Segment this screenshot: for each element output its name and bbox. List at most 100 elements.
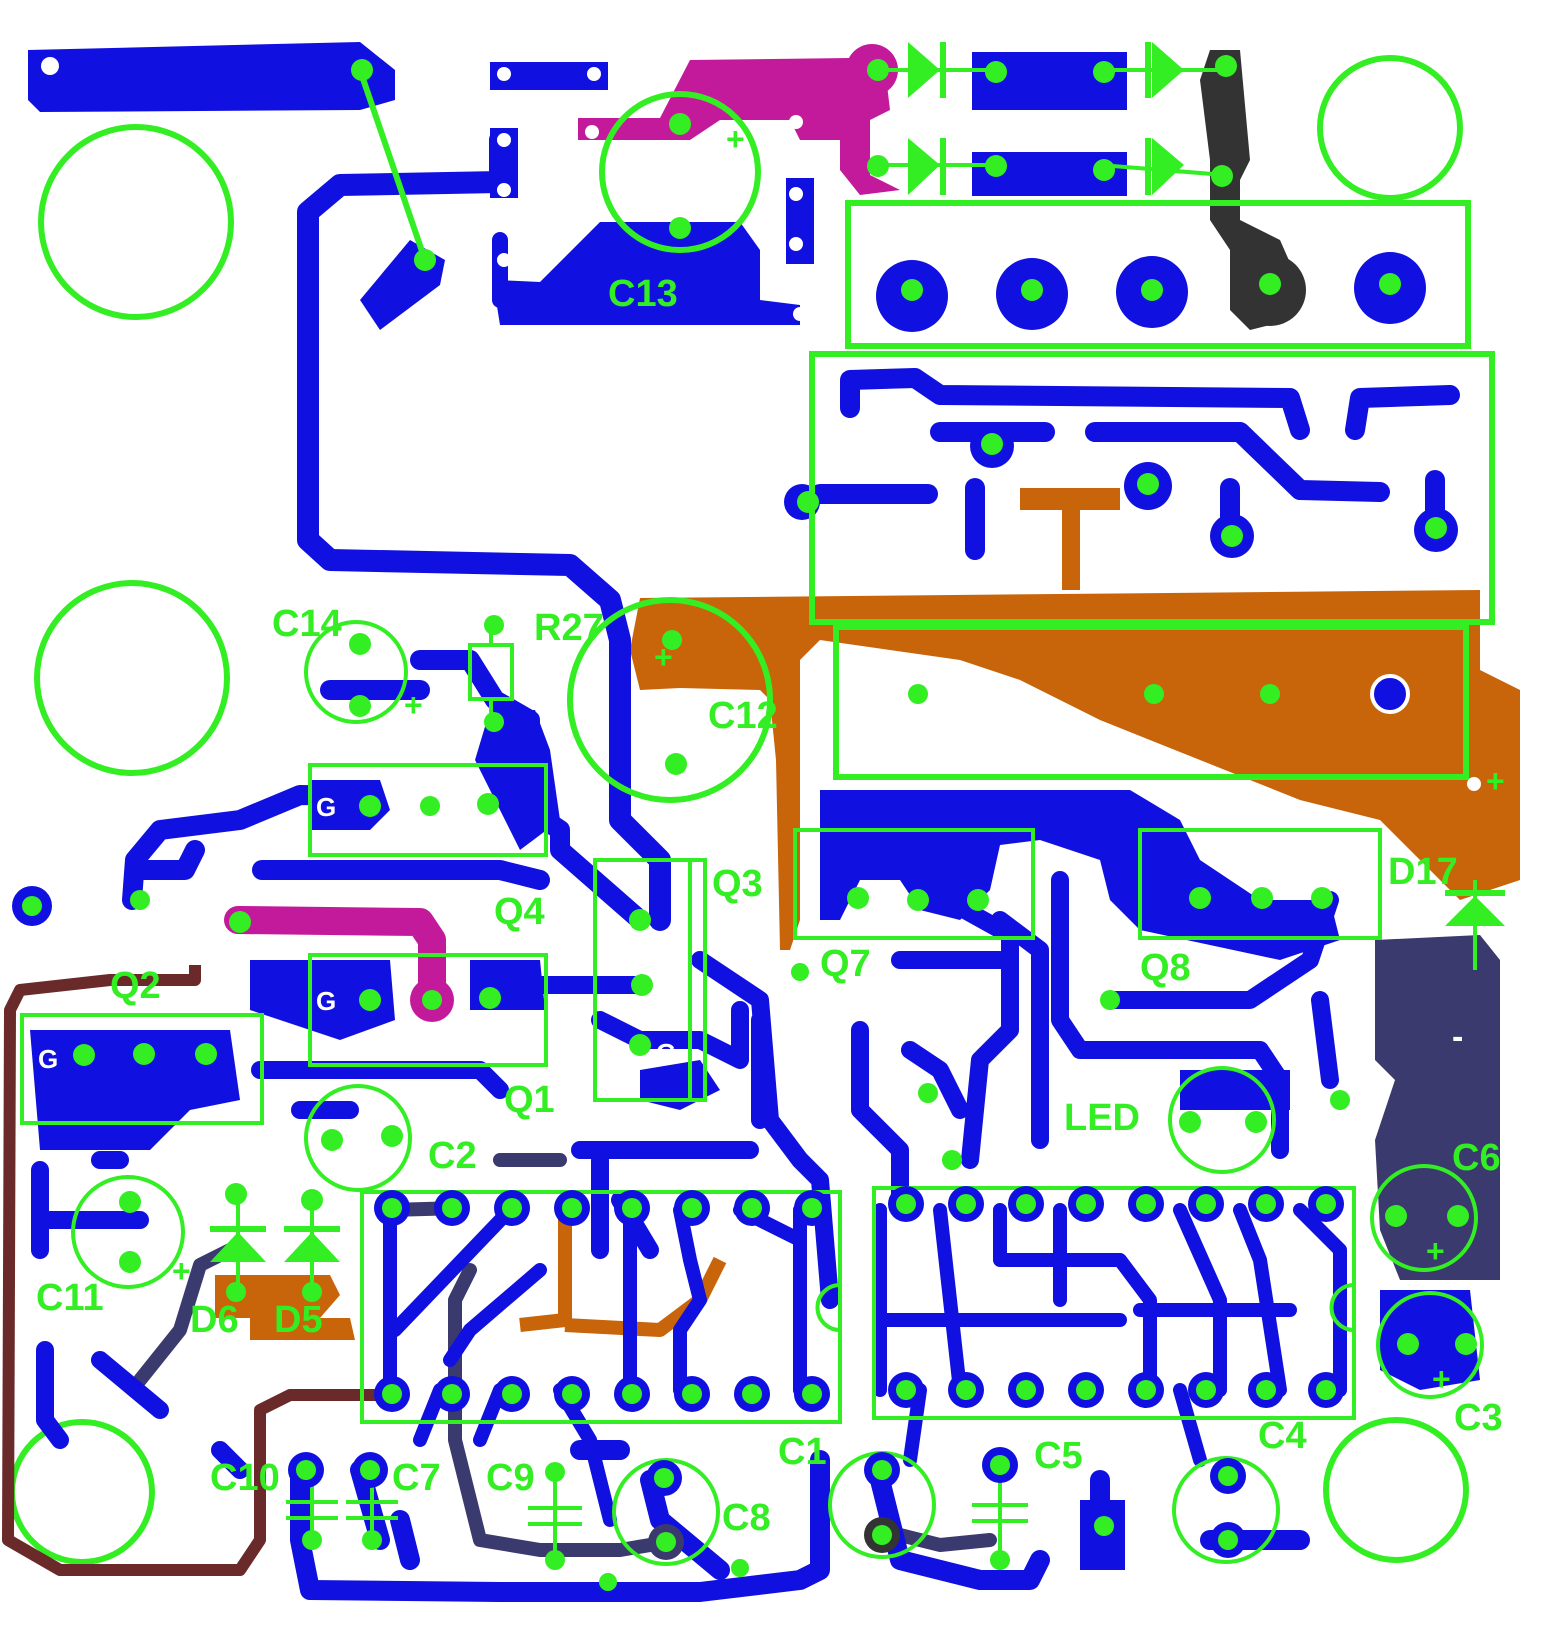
blue-bus-top-left <box>28 42 395 112</box>
q4-outline <box>308 763 548 857</box>
ic-pin <box>1256 1194 1276 1214</box>
pad <box>731 1559 749 1577</box>
pad <box>484 712 504 732</box>
label-d6: D6 <box>190 1299 239 1341</box>
pad <box>872 1460 892 1480</box>
label-c12: C12 <box>708 695 778 737</box>
pad <box>477 793 499 815</box>
ic-pin <box>1316 1194 1336 1214</box>
pad <box>130 890 150 910</box>
diode-bar <box>940 42 946 98</box>
magenta-trace-mid <box>224 906 446 1014</box>
pad <box>359 989 381 1011</box>
d17-diode <box>1445 880 1505 970</box>
pad <box>302 1530 322 1550</box>
plus-mark: + <box>172 1253 191 1289</box>
pad <box>907 889 929 911</box>
pad <box>789 237 803 251</box>
gate-mark-q4b: G <box>316 986 336 1016</box>
label-c1: C1 <box>778 1431 827 1473</box>
mounting-hole <box>9 1419 155 1565</box>
pad <box>629 909 651 931</box>
diode-symbol <box>908 138 940 195</box>
pad <box>985 61 1007 83</box>
pad <box>1370 674 1410 714</box>
pad <box>669 217 691 239</box>
pad <box>1093 61 1115 83</box>
pad <box>225 1183 247 1205</box>
blue-pad-q4g <box>310 780 390 830</box>
pad <box>867 59 889 81</box>
connector-outline <box>845 200 1471 349</box>
pad <box>195 1043 217 1065</box>
ic-pin <box>382 1384 402 1404</box>
pad <box>119 1191 141 1213</box>
pad <box>497 67 511 81</box>
gate-mark-q2: G <box>38 1044 58 1074</box>
pad <box>349 633 371 655</box>
pads <box>12 55 1481 1355</box>
pad <box>1021 279 1043 301</box>
label-c11: C11 <box>36 1277 104 1319</box>
ic-pin <box>802 1384 822 1404</box>
ic-pin <box>622 1198 642 1218</box>
pad <box>901 279 923 301</box>
silkscreen <box>20 42 1505 1566</box>
pad <box>497 133 511 147</box>
relay-outline <box>809 351 1495 625</box>
pad <box>1215 55 1237 77</box>
pad <box>362 1530 382 1550</box>
ic-pin <box>622 1384 642 1404</box>
label-c4: C4 <box>1258 1415 1307 1457</box>
label-q4: Q4 <box>494 891 545 933</box>
label-q7: Q7 <box>820 943 871 985</box>
orange-pour-heatsink <box>630 590 1520 950</box>
mounting-hole <box>38 124 234 320</box>
blue-pad-c3 <box>1380 1290 1480 1390</box>
pad <box>349 695 371 717</box>
diode-symbol <box>284 1232 340 1262</box>
blue-trace-left-loop <box>297 129 671 931</box>
ic-pin <box>562 1384 582 1404</box>
pad <box>1245 1111 1267 1133</box>
pad <box>654 1468 674 1488</box>
pad <box>296 1460 316 1480</box>
silk-jumper <box>357 69 428 261</box>
gate-mark-q3: G <box>656 1038 676 1068</box>
pad <box>420 796 440 816</box>
label-c3: C3 <box>1454 1397 1503 1439</box>
diode-symbol <box>1152 42 1184 98</box>
ic-pin <box>1256 1380 1276 1400</box>
blue-trace-relay <box>810 368 1460 560</box>
pad <box>967 889 989 911</box>
pad <box>422 990 442 1010</box>
label-c6: C6 <box>1452 1137 1501 1179</box>
pad <box>918 1083 938 1103</box>
ic-pin <box>1136 1380 1156 1400</box>
label-q8: Q8 <box>1140 947 1191 989</box>
blue-trace-q3 <box>531 951 839 1309</box>
pad <box>301 1189 323 1211</box>
polarity-marks: + + + + + + + - <box>172 121 1505 1397</box>
pad <box>631 974 653 996</box>
pad <box>497 183 511 197</box>
pad <box>484 615 504 635</box>
pad <box>414 249 436 271</box>
pad <box>381 1125 403 1147</box>
blue-trace-q <box>851 871 1339 1219</box>
plus-mark: + <box>726 121 745 157</box>
pad <box>1259 273 1281 295</box>
diode-bar <box>284 1226 340 1232</box>
top-diodes <box>872 42 1230 195</box>
pad <box>990 1455 1010 1475</box>
ic-pin <box>1016 1194 1036 1214</box>
label-r27: R27 <box>534 607 604 649</box>
diode-bar <box>210 1226 266 1232</box>
pad <box>656 1532 676 1552</box>
label-q1: Q1 <box>504 1079 555 1121</box>
pad <box>1093 159 1115 181</box>
ic-pin <box>1196 1194 1216 1214</box>
diode-bar <box>1145 42 1151 98</box>
ceramic-caps <box>286 1465 1028 1560</box>
